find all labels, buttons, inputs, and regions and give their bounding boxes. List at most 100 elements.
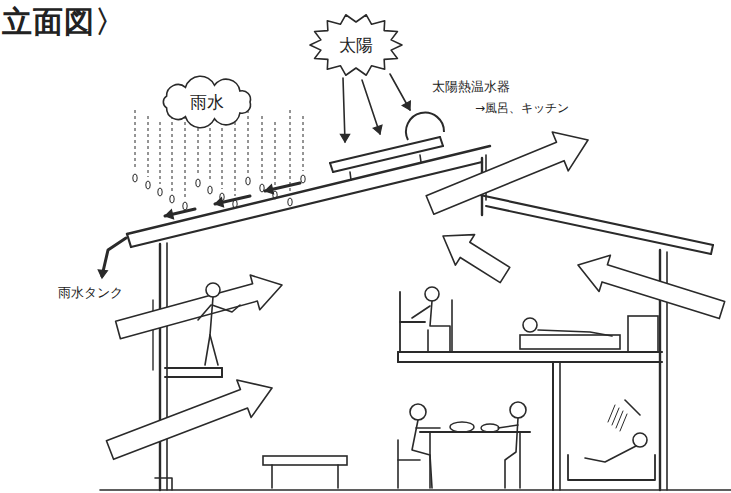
person-head xyxy=(425,287,439,301)
person-body xyxy=(412,420,432,488)
panel-leg xyxy=(350,172,351,180)
solar-panel xyxy=(330,163,333,172)
wind-arrow xyxy=(578,255,725,318)
left-wall xyxy=(159,244,161,490)
cloud-outline xyxy=(163,76,250,128)
lower-roof-bottom xyxy=(486,206,711,254)
dining xyxy=(398,402,530,488)
rain-streak xyxy=(290,110,291,194)
node-label: 太陽 xyxy=(339,36,373,55)
left-wall xyxy=(166,243,168,490)
solar-panel xyxy=(440,137,443,146)
person-arm xyxy=(198,305,211,320)
rain-streak xyxy=(198,122,199,175)
rain-drop xyxy=(170,195,174,203)
sun-ray xyxy=(343,78,345,142)
bench xyxy=(263,456,347,465)
diagram-title: 立面図〉 xyxy=(2,2,126,43)
chair xyxy=(451,300,453,352)
rain-drop xyxy=(196,179,200,187)
rain-drop xyxy=(208,186,212,194)
person-head xyxy=(633,433,647,447)
burst-outline xyxy=(310,15,402,75)
person-arm xyxy=(212,305,240,312)
flow-head xyxy=(265,185,274,194)
downpipe-head xyxy=(98,270,107,278)
bed xyxy=(520,335,620,349)
chair xyxy=(398,459,420,461)
person-head xyxy=(510,402,526,418)
wind-arrow xyxy=(426,132,588,214)
bath xyxy=(568,400,655,480)
shower-water xyxy=(620,414,627,431)
rain-drop xyxy=(183,202,187,210)
sun-burst: 太陽 xyxy=(310,14,402,76)
heater-label: 太陽熱温水器 xyxy=(432,80,510,95)
rain-streak xyxy=(185,116,186,198)
footing xyxy=(155,478,172,490)
ray-head xyxy=(373,125,382,134)
ray-head xyxy=(402,101,410,110)
wind-arrow xyxy=(106,380,272,459)
roof-top xyxy=(127,146,490,234)
dish xyxy=(481,424,499,432)
solar-panel xyxy=(333,146,443,172)
rain-streak xyxy=(148,116,149,177)
rain-streak xyxy=(160,122,161,184)
upper-floor xyxy=(397,352,399,362)
table-leg xyxy=(519,432,521,488)
rain-drop xyxy=(246,177,250,185)
wind-arrow xyxy=(116,275,282,339)
rain-streak xyxy=(275,122,276,187)
flow-head xyxy=(215,198,224,207)
person-body xyxy=(505,418,518,488)
rain-streak xyxy=(262,116,263,180)
rain-streak xyxy=(303,116,304,171)
person-arm xyxy=(498,425,518,428)
dish xyxy=(450,422,474,432)
lower-roof-top xyxy=(480,195,713,245)
usage-note: →風呂、キッチン xyxy=(475,102,569,116)
desk xyxy=(400,321,425,323)
person-body xyxy=(585,446,636,462)
node-label: 雨水 xyxy=(190,93,224,112)
bench-leg xyxy=(271,465,273,488)
upper-floor xyxy=(398,361,662,363)
roof-edge xyxy=(127,234,131,247)
person-body xyxy=(210,335,218,365)
chair xyxy=(427,330,429,352)
person-arm xyxy=(412,306,430,318)
rain-drop xyxy=(146,181,150,189)
rain-cloud: 雨水 xyxy=(158,80,256,124)
person-standing xyxy=(198,283,240,365)
chair xyxy=(397,440,399,488)
flow-head xyxy=(165,210,174,219)
shelf xyxy=(628,316,658,352)
panel-leg xyxy=(420,155,421,162)
loft-floor xyxy=(165,376,222,378)
person-desk xyxy=(400,287,452,352)
person-head xyxy=(523,318,537,332)
person-arm xyxy=(416,427,440,429)
tank-label: 雨水タンク xyxy=(58,286,123,301)
rain-streak xyxy=(235,122,236,196)
loft-floor xyxy=(165,367,222,369)
wind-arrow xyxy=(443,235,510,283)
upper-floor xyxy=(398,351,662,353)
house-section xyxy=(98,74,731,490)
sun-ray xyxy=(362,80,380,134)
rain-drop xyxy=(288,198,292,206)
ground-line xyxy=(100,489,731,491)
bench-leg xyxy=(337,465,339,488)
person-head xyxy=(410,404,426,420)
rain-drop xyxy=(158,188,162,196)
rain-drop xyxy=(301,175,305,183)
sun-ray xyxy=(390,74,410,110)
partition xyxy=(559,362,561,490)
loft-floor xyxy=(221,368,223,377)
rain-streak xyxy=(135,110,136,170)
rain-streak xyxy=(172,110,173,191)
rain-streak xyxy=(222,116,223,189)
shower xyxy=(625,400,640,415)
